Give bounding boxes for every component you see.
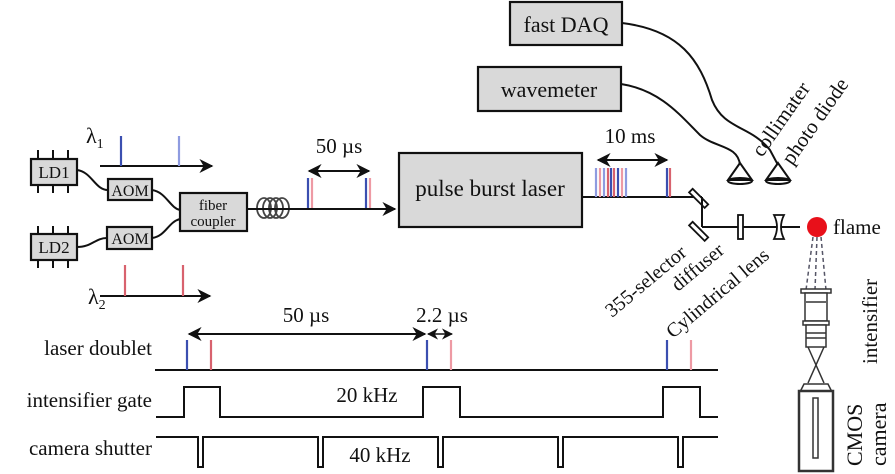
- ld2-label: LD2: [38, 238, 69, 257]
- cmos-camera-icon: [797, 383, 835, 473]
- pulse-burst-laser-box: pulse burst laser: [397, 151, 584, 229]
- fiber-ld2-aom: [76, 237, 108, 248]
- fiber-aom2-coupler: [151, 218, 181, 239]
- lambda2-label: λ2: [88, 284, 106, 313]
- fiber-ld1-aom: [76, 169, 109, 191]
- lambda1-label: λ1: [86, 123, 104, 152]
- interval-50us-label: 50 µs: [316, 134, 363, 158]
- doublet-pulses: [185, 340, 693, 370]
- svg-text:fiber: fiber: [199, 198, 227, 214]
- burst-pulses: [594, 168, 672, 197]
- aom2-box: AOM: [105, 225, 154, 251]
- fiber-cable-daq: [621, 22, 779, 166]
- svg-text:AOM: AOM: [111, 231, 148, 248]
- fast-daq-label: fast DAQ: [524, 12, 609, 37]
- row-label-laser-doublet: laser doublet: [44, 336, 152, 360]
- diffuser-icon: [737, 214, 744, 240]
- wavemeter-box: wavemeter: [476, 65, 623, 113]
- ld1-diode: LD1: [29, 150, 79, 193]
- collimator-icon: [726, 161, 754, 185]
- ld1-label: LD1: [38, 163, 69, 182]
- photo-diode-icon: [764, 161, 792, 185]
- selector-mirror-icon: [687, 187, 710, 243]
- fiber-aom1-coupler: [151, 189, 181, 211]
- aom1-box: AOM: [106, 177, 154, 202]
- cylindrical-lens-icon: [772, 214, 786, 240]
- row-label-intensifier-gate: intensifier gate: [27, 388, 152, 412]
- cmos-label: CMOS: [842, 404, 867, 466]
- wavemeter-label: wavemeter: [501, 77, 598, 102]
- intensifier-gate-frequency: 20 kHz: [336, 383, 397, 407]
- fiber-coupler-box: fiber coupler: [178, 191, 249, 233]
- interval-10ms-label: 10 ms: [605, 124, 656, 148]
- camera-label: camera: [866, 402, 891, 466]
- doublet-separation-label: 2.2 µs: [416, 303, 468, 327]
- ld2-diode: LD2: [29, 226, 79, 268]
- intensifier-icon: [800, 288, 832, 384]
- svg-text:AOM: AOM: [111, 183, 148, 200]
- flame-icon: [807, 217, 827, 237]
- intensifier-label: intensifier: [858, 279, 882, 364]
- svg-text:coupler: coupler: [191, 214, 236, 230]
- doublet-period-label: 50 µs: [283, 303, 330, 327]
- collection-light-cone: [805, 236, 827, 291]
- intensifier-gate-waveform: [156, 386, 718, 418]
- row-label-camera-shutter: camera shutter: [29, 436, 152, 460]
- fast-daq-box: fast DAQ: [508, 0, 624, 47]
- camera-shutter-frequency: 40 kHz: [349, 443, 410, 467]
- camera-shutter-waveform: [156, 436, 718, 468]
- flame-label: flame: [833, 215, 881, 239]
- fiber-cable-wavemeter: [620, 83, 741, 166]
- svg-text:pulse burst laser: pulse burst laser: [415, 176, 565, 201]
